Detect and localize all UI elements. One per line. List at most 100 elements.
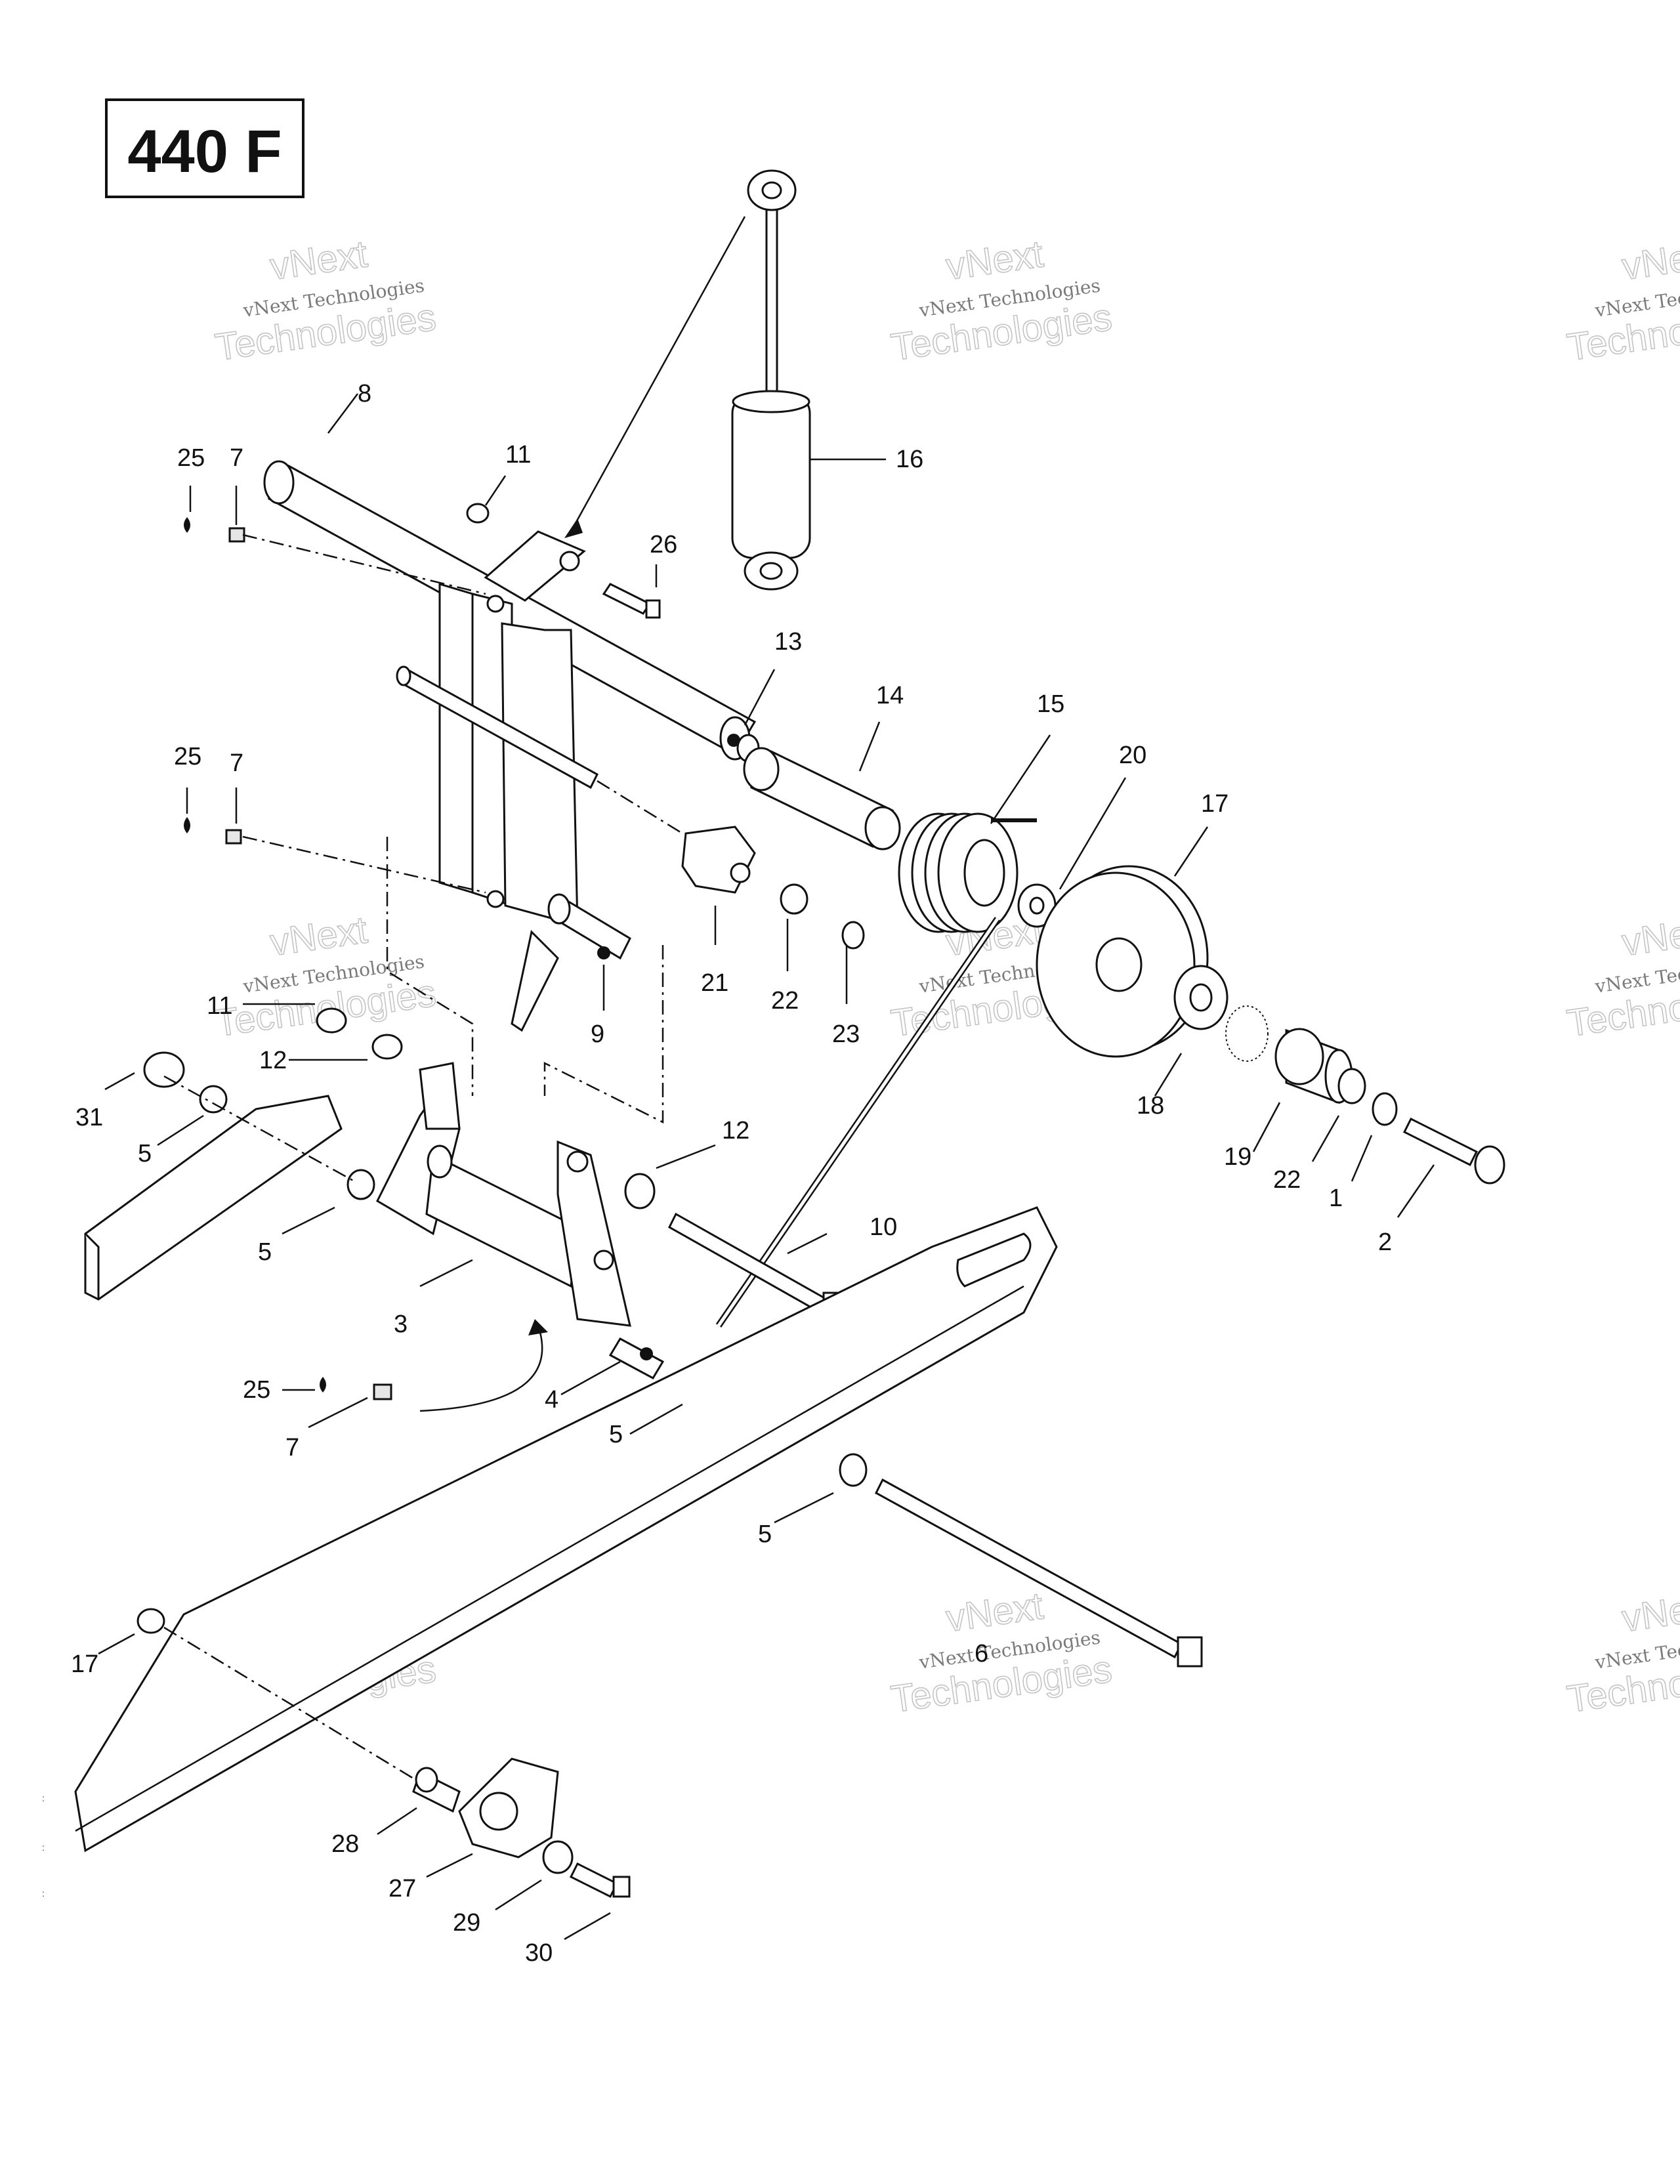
idler-wheel xyxy=(1036,865,1209,1058)
washer xyxy=(624,1173,656,1209)
callout-label: 16 xyxy=(896,446,923,473)
svg-text::: : xyxy=(42,1793,45,1803)
callout-label: 5 xyxy=(758,1521,772,1548)
nut xyxy=(136,1608,165,1634)
bolt xyxy=(1402,1117,1505,1185)
pivot-pin xyxy=(511,893,631,1032)
cross-rod xyxy=(396,665,598,789)
svg-text::: : xyxy=(42,1888,45,1899)
callout-label: 9 xyxy=(591,1020,604,1048)
washer xyxy=(371,1034,403,1060)
callout-label: 4 xyxy=(545,1386,558,1414)
callout-label: 17 xyxy=(71,1650,98,1678)
callout-label: 10 xyxy=(870,1213,897,1241)
torsion-spring xyxy=(715,812,1037,1328)
spacer-tube xyxy=(743,747,901,850)
callout-label: 20 xyxy=(1119,742,1146,769)
long-bolt xyxy=(875,1478,1203,1668)
watermark: vNext vNext Technologies Technologies xyxy=(1564,1584,1680,1721)
callout-label: 17 xyxy=(1201,790,1228,818)
callout-label: 8 xyxy=(358,380,371,408)
watermark: vNext vNext Technologies Technologies xyxy=(1564,232,1680,369)
callout-label: 30 xyxy=(525,1939,553,1967)
svg-text::: : xyxy=(42,1842,45,1853)
model-label: 440 F xyxy=(127,118,282,185)
retaining-clip xyxy=(841,921,865,950)
callout-label: 5 xyxy=(258,1238,272,1266)
bolt xyxy=(569,1862,631,1899)
bearing xyxy=(1173,965,1228,1030)
callout-label: 22 xyxy=(1273,1166,1301,1194)
callout-label: 11 xyxy=(505,441,531,469)
margin-ticks: : : : xyxy=(42,1793,45,1899)
assembly-lines xyxy=(163,534,683,1780)
callout-label: 13 xyxy=(774,628,802,656)
callout-label: 12 xyxy=(259,1047,287,1074)
callout-label: 3 xyxy=(394,1311,408,1338)
callout-label: 15 xyxy=(1037,690,1064,718)
callout-label: 7 xyxy=(285,1434,299,1461)
callout-label: 23 xyxy=(832,1020,860,1048)
shock-absorber xyxy=(731,169,811,591)
leader-lines xyxy=(98,393,1435,1941)
slide-rail xyxy=(74,1206,1058,1853)
slider-wheel xyxy=(458,1757,559,1858)
watermark: vNext vNext Technologies Technologies xyxy=(212,232,439,369)
callout-label: 14 xyxy=(876,682,904,709)
washer xyxy=(316,1007,347,1034)
callout-label: 19 xyxy=(1224,1143,1251,1171)
callout-label: 7 xyxy=(230,444,243,472)
nut xyxy=(466,503,490,524)
bolt xyxy=(602,583,661,619)
callout-label: 7 xyxy=(230,749,243,777)
washer xyxy=(1017,883,1057,928)
callout-label: 28 xyxy=(331,1830,359,1858)
callout-label: 31 xyxy=(75,1104,103,1131)
pivot-arm xyxy=(438,530,586,927)
callout-label: 18 xyxy=(1137,1092,1164,1120)
watermark: vNext vNext Technologies Technologies xyxy=(1564,908,1680,1045)
model-label-box: 440 F xyxy=(105,98,304,198)
washer xyxy=(346,1169,375,1200)
left-rail xyxy=(84,1095,343,1301)
washer xyxy=(1337,1068,1366,1104)
callout-label: 1 xyxy=(1329,1185,1343,1212)
svg-text:vNext: vNext xyxy=(268,908,370,964)
callout-label: 6 xyxy=(975,1640,988,1668)
callout-label: 25 xyxy=(243,1376,270,1404)
callout-label: 11 xyxy=(207,992,232,1020)
callout-label: 25 xyxy=(177,444,205,472)
adjuster-cam xyxy=(681,826,756,894)
lock-washer xyxy=(1372,1092,1398,1126)
svg-text:vNext: vNext xyxy=(944,232,1046,288)
svg-text:vNext: vNext xyxy=(1620,908,1680,964)
callout-label: 12 xyxy=(722,1117,749,1144)
callout-label: 25 xyxy=(174,743,201,770)
long-bolt xyxy=(668,1212,843,1318)
washer xyxy=(780,883,808,915)
washer xyxy=(199,1085,228,1114)
washer xyxy=(542,1840,574,1874)
callout-label: 21 xyxy=(701,969,728,997)
bushing xyxy=(412,1767,461,1813)
callout-label: 5 xyxy=(609,1421,623,1448)
callout-label: 5 xyxy=(138,1140,152,1167)
grease-drop xyxy=(184,517,326,1393)
washer xyxy=(839,1453,868,1487)
svg-text:vNext: vNext xyxy=(268,232,370,288)
watermark: vNext vNext Technologies Technologies xyxy=(888,232,1115,369)
spacer xyxy=(1274,1028,1353,1104)
svg-text:vNext: vNext xyxy=(1620,1584,1680,1640)
nut xyxy=(143,1051,185,1088)
grease-fitting xyxy=(225,527,392,1400)
callout-label: 2 xyxy=(1378,1228,1392,1256)
lower-pivot-arm xyxy=(376,1062,665,1379)
callout-label: 26 xyxy=(650,531,677,558)
svg-text:vNext: vNext xyxy=(1620,232,1680,288)
callout-label: 29 xyxy=(453,1909,480,1937)
callout-label: 27 xyxy=(388,1875,416,1902)
svg-text:vNext: vNext xyxy=(944,1584,1046,1640)
callout-labels: 16 8 25 7 11 26 13 14 15 20 17 25 7 21 2… xyxy=(71,380,1392,1967)
callout-label: 22 xyxy=(771,987,799,1015)
